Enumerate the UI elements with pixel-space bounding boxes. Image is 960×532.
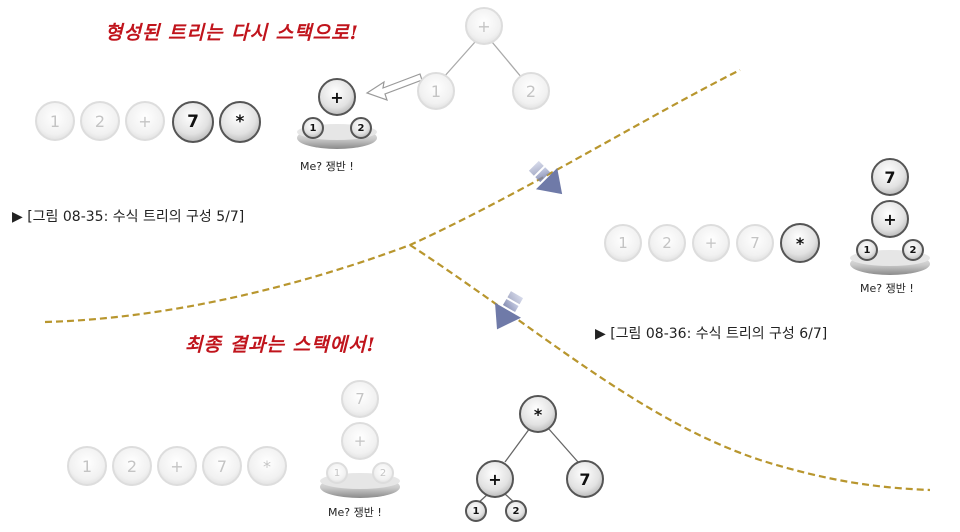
caption-fig-08-36: ▶ [그림 08-36: 수식 트리의 구성 6/7] [595,326,828,342]
stack-token: + [125,101,165,141]
tree-node: 2 [350,117,372,139]
tree-node: + [871,200,909,238]
tree-edges [442,41,579,505]
stack-token: + [692,224,730,262]
tree-node: + [476,460,514,498]
divider-curve-lower [409,244,931,492]
tree-node: 1 [856,239,878,261]
tree-node: + [318,78,356,116]
stack-token: * [219,101,261,143]
stack-token: * [780,223,820,263]
stack-token: 7 [736,224,774,262]
plate-label-panel2: Me? 쟁반 ! [860,282,914,295]
note-final-result: 최종 결과는 스택에서! [185,334,376,356]
stack-token: 1 [35,101,75,141]
plate-label-panel1: Me? 쟁반 ! [300,160,354,173]
stack-token: + [157,446,197,486]
stack-token: 2 [80,101,120,141]
stack-token: 7 [172,101,214,143]
caption-fig-08-35: ▶ [그림 08-35: 수식 트리의 구성 5/7] [12,209,245,225]
tree-node: 2 [512,72,550,110]
tree-node: 7 [341,380,379,418]
tree-node: 2 [902,239,924,261]
tree-node: 1 [417,72,455,110]
plate-label-panel3: Me? 쟁반 ! [328,506,382,519]
stack-token: 2 [648,224,686,262]
tree-node: 7 [871,158,909,196]
note-tree-to-stack: 형성된 트리는 다시 스택으로! [105,22,359,44]
flow-arrow-upper [528,160,563,195]
stack-token: 7 [202,446,242,486]
tree-node: * [519,395,557,433]
tree-node: + [465,7,503,45]
tree-node: 7 [566,460,604,498]
tree-node: 1 [465,500,487,522]
tree-node: + [341,422,379,460]
stack-token: * [247,446,287,486]
tree-node: 2 [505,500,527,522]
tree-node: 1 [302,117,324,139]
tree-node: 1 [326,462,348,484]
flow-arrow-lower [495,291,524,330]
stack-token: 2 [112,446,152,486]
hollow-arrow-to-plate [365,73,423,101]
tree-node: 2 [372,462,394,484]
stack-token: 1 [67,446,107,486]
stack-token: 1 [604,224,642,262]
